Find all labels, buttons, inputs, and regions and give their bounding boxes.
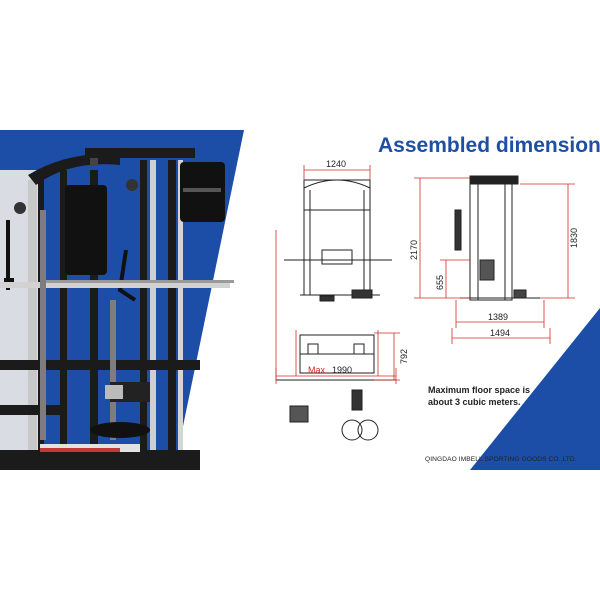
slide-title: Assembled dimensions (378, 134, 600, 157)
company-name: QINGDAO IMBELL SPORTING GOODS CO.,LTD. (425, 456, 577, 463)
dim-depth-inner: 1389 (488, 312, 508, 322)
gym-machine-photo (0, 148, 234, 470)
dim-max-label: Max (308, 365, 326, 375)
note-line-2: about 3 cubic meters. (428, 397, 521, 407)
dimension-lines (275, 165, 575, 384)
floor-space-note: Maximum floor space is about 3 cubic met… (428, 384, 558, 408)
product-slide: 1240 2170 655 1830 1389 1494 792 Max 199… (0, 130, 600, 470)
dim-side-height: 1830 (569, 228, 579, 248)
dim-top-depth: 792 (399, 349, 409, 364)
dimension-labels: 1240 2170 655 1830 1389 1494 792 Max 199… (308, 159, 579, 375)
top-view-drawing (276, 334, 396, 441)
dim-max-width: 1990 (332, 365, 352, 375)
dim-low-height: 655 (435, 275, 445, 290)
blue-panel-right (470, 308, 600, 470)
front-view-drawing (284, 179, 392, 302)
dim-height: 2170 (409, 240, 419, 260)
side-view-drawing (454, 175, 540, 301)
note-line-1: Maximum floor space is (428, 385, 531, 395)
background-graphic: 1240 2170 655 1830 1389 1494 792 Max 199… (0, 130, 600, 470)
dim-depth-outer: 1494 (490, 328, 510, 338)
dim-front-width: 1240 (326, 159, 346, 169)
